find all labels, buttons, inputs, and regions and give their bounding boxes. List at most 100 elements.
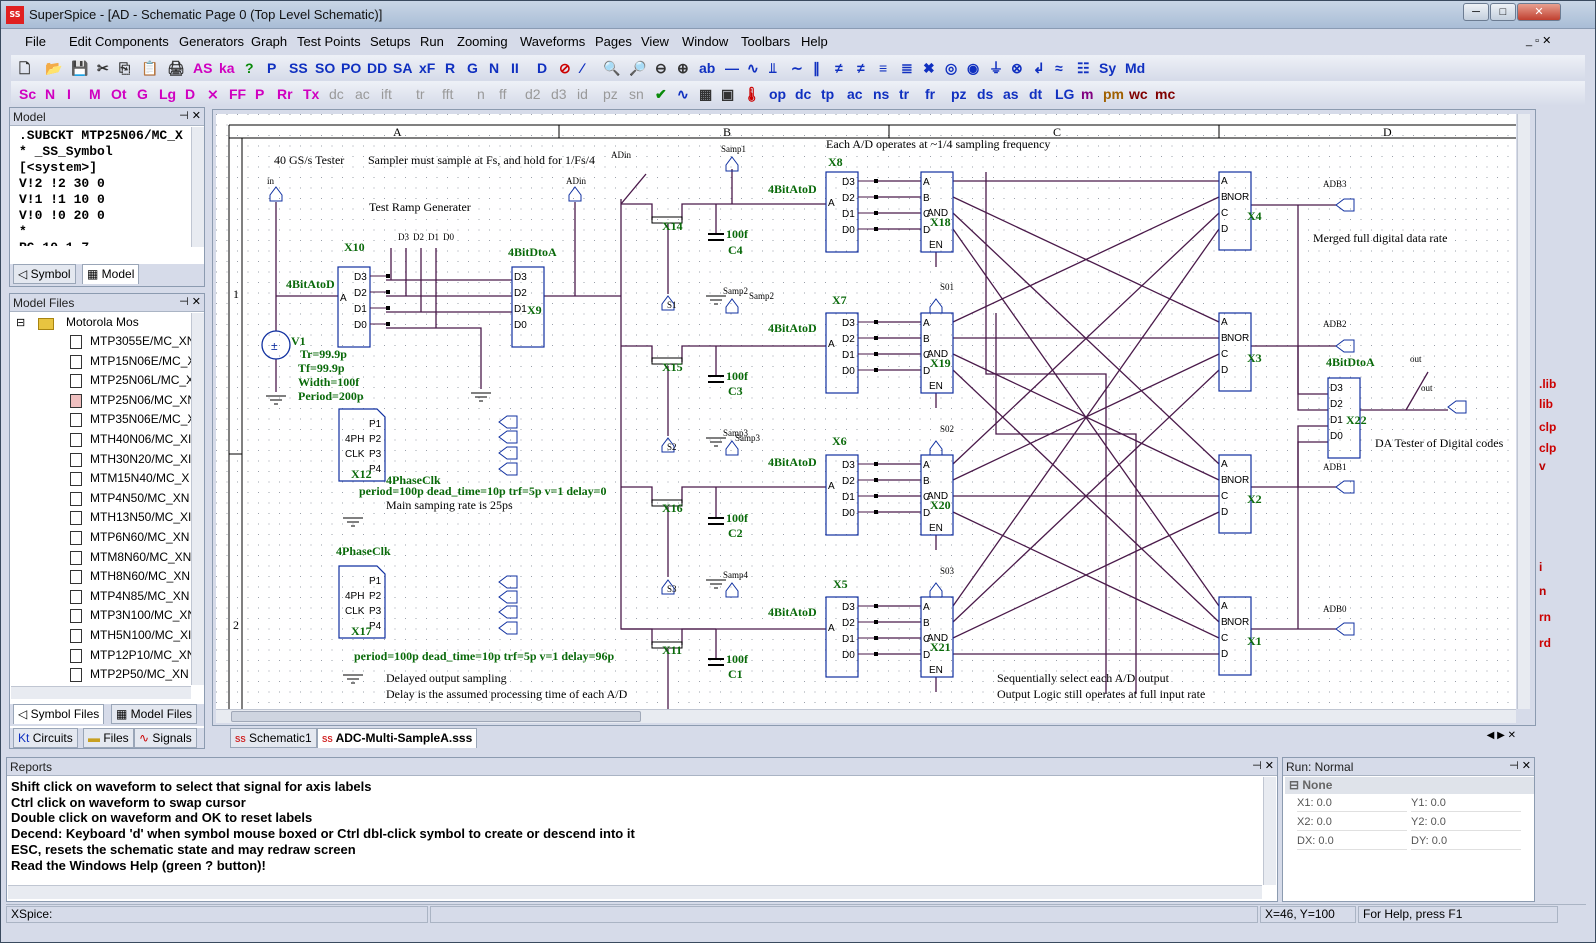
toolbar1-button-12[interactable]: SO (315, 60, 336, 76)
folder-label[interactable]: Motorola Mos (66, 315, 139, 329)
toolbar2-button-29[interactable]: 🌡 (743, 86, 761, 102)
switch[interactable] (651, 499, 683, 507)
doc-tab-nav[interactable]: ◀ ▶ ✕ (1486, 730, 1516, 741)
toolbar2-button-34[interactable]: ns (873, 86, 890, 102)
toolbar2-button-25[interactable]: ✔ (655, 86, 667, 102)
run-panel-controls[interactable]: ⊣ ✕ (1509, 760, 1531, 772)
toolbar1-button-26[interactable]: ⊖ (655, 60, 667, 76)
menu-run[interactable]: Run (420, 34, 444, 49)
menu-graph[interactable]: Graph (251, 34, 288, 49)
toolbar1-button-6[interactable]: 🖨 (167, 60, 185, 76)
toolbar2-button-11[interactable]: Rr (277, 86, 293, 102)
model-file-item[interactable]: MTP25N06/MC_XN (90, 392, 193, 407)
toolbar1-button-34[interactable]: ≠ (835, 60, 843, 76)
model-file-item[interactable]: MTP12P10/MC_XN (90, 647, 193, 662)
toolbar2-button-12[interactable]: Tx (303, 86, 320, 102)
model-file-item[interactable]: MTH5N100/MC_XI (90, 628, 192, 642)
reports-controls[interactable]: ⊣ ✕ (1252, 760, 1274, 772)
component-body[interactable] (920, 171, 954, 253)
reports-vscroll[interactable] (1263, 777, 1276, 885)
component-body[interactable] (1218, 596, 1252, 676)
port-flag[interactable] (498, 621, 518, 635)
menu-generators[interactable]: Generators (179, 34, 245, 49)
toolbar2-button-22[interactable]: id (577, 86, 588, 102)
toolbar1-button-9[interactable]: ? (245, 60, 254, 76)
toolbar2-button-24[interactable]: sn (629, 86, 644, 102)
toolbar2-button-20[interactable]: d2 (525, 86, 541, 102)
right-tool-1[interactable]: lib (1539, 397, 1553, 411)
model-scrollbar[interactable] (191, 127, 204, 247)
tab-symbol-files[interactable]: ◁ Symbol Files (13, 704, 105, 724)
toolbar1-button-7[interactable]: AS (193, 60, 213, 76)
tab-circuits[interactable]: Kt Circuits (13, 728, 78, 748)
port-flag[interactable] (661, 579, 675, 595)
port-flag[interactable] (1447, 400, 1467, 414)
tab-model[interactable]: ▦ Model (82, 264, 140, 284)
component-body[interactable] (1218, 171, 1252, 251)
toolbar2-button-8[interactable]: ⨯ (207, 86, 219, 102)
tab-model-files[interactable]: ▦ Model Files (111, 704, 198, 724)
model-file-item[interactable]: MTP3N100/MC_XN (90, 608, 193, 623)
toolbar1-button-30[interactable]: ∿ (747, 60, 759, 76)
collapse-icon[interactable]: ⊟ (16, 317, 26, 329)
toolbar2-button-5[interactable]: G (137, 86, 148, 102)
toolbar2-button-14[interactable]: ac (355, 86, 370, 102)
port-flag[interactable] (1335, 622, 1355, 636)
toolbar1-button-11[interactable]: SS (289, 60, 308, 76)
toolbar1-button-18[interactable]: G (467, 60, 478, 76)
model-file-item[interactable]: MTM8N60/MC_XN (90, 549, 192, 564)
toolbar2-button-2[interactable]: I (67, 86, 71, 102)
toolbar1-button-44[interactable]: ≈ (1055, 60, 1063, 76)
port-flag[interactable] (568, 186, 582, 202)
toolbar1-button-24[interactable]: 🔍 (603, 60, 621, 76)
model-file-item[interactable]: MTM15N40/MC_X (90, 471, 190, 486)
right-tool-0[interactable]: .lib (1539, 377, 1557, 391)
port-flag[interactable] (929, 298, 943, 314)
model-file-item[interactable]: MTP2P50/MC_XN (90, 667, 189, 682)
right-tool-5[interactable]: i (1539, 560, 1543, 574)
clock-generator[interactable] (338, 565, 386, 639)
toolbar1-button-20[interactable]: II (511, 60, 519, 76)
port-flag[interactable] (1335, 198, 1355, 212)
toolbar2-button-4[interactable]: Ot (111, 86, 127, 102)
toolbar1-button-40[interactable]: ◉ (967, 60, 980, 76)
port-flag[interactable] (929, 440, 943, 456)
model-file-item[interactable]: MTP15N06E/MC_X (90, 353, 193, 368)
toolbar2-button-32[interactable]: tp (821, 86, 835, 102)
toolbar1-button-14[interactable]: DD (367, 60, 388, 76)
toolbar2-button-3[interactable]: M (89, 86, 101, 102)
model-file-item[interactable]: MTH8N60/MC_XN (90, 569, 191, 584)
model-file-item[interactable]: MTH30N20/MC_XI (90, 451, 192, 466)
toolbar1-button-23[interactable]: ∕ (581, 60, 584, 76)
toolbar1-button-33[interactable]: ∥ (813, 60, 820, 76)
toolbar1-button-35[interactable]: ≠ (857, 60, 865, 76)
port-flag[interactable] (661, 295, 675, 311)
toolbar2-button-42[interactable]: m (1081, 86, 1094, 102)
port-flag[interactable] (1335, 480, 1355, 494)
menu-file[interactable]: File (25, 34, 46, 49)
menu-components[interactable]: Components (95, 34, 169, 49)
port-flag[interactable] (725, 298, 739, 314)
toolbar2-button-9[interactable]: FF (229, 86, 247, 102)
toolbar1-button-15[interactable]: SA (393, 60, 413, 76)
mdi-controls[interactable]: _ ▫ ✕ (1526, 35, 1552, 47)
toolbar2-button-15[interactable]: ift (381, 86, 392, 102)
right-tool-2[interactable]: clp (1539, 420, 1557, 434)
component-body[interactable] (511, 266, 545, 348)
toolbar2-button-13[interactable]: dc (329, 86, 344, 102)
menu-edit[interactable]: Edit (69, 34, 92, 49)
port-flag[interactable] (498, 575, 518, 589)
tab-adc-multi[interactable]: SS ADC-Multi-SampleA.sss (317, 728, 478, 748)
component-body[interactable] (337, 266, 371, 348)
toolbar2-button-37[interactable]: pz (951, 86, 967, 102)
port-flag[interactable] (725, 440, 739, 456)
port-flag[interactable] (1335, 339, 1355, 353)
toolbar1-button-47[interactable]: Md (1125, 60, 1146, 76)
component-body[interactable] (825, 171, 859, 253)
port-flag[interactable] (725, 582, 739, 598)
toolbar1-button-3[interactable]: ✂ (97, 60, 109, 76)
port-flag[interactable] (498, 605, 518, 619)
model-file-item[interactable]: MTP6N60/MC_XN (90, 530, 190, 544)
toolbar1-button-46[interactable]: Sy (1099, 60, 1117, 76)
